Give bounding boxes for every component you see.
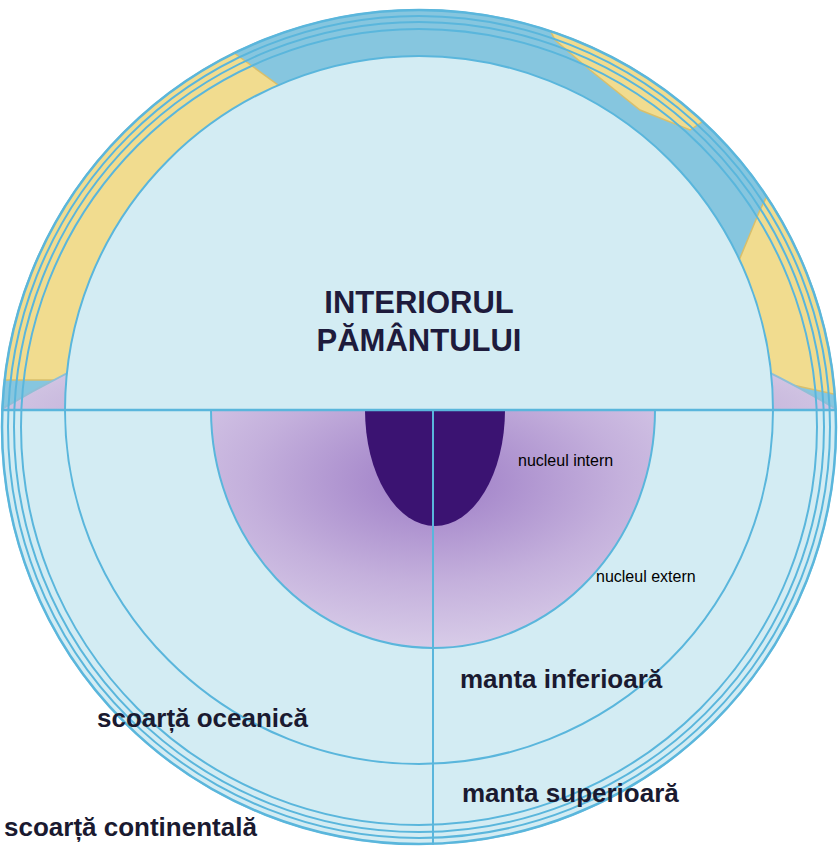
layer-label: scoarță continentală	[4, 812, 257, 843]
layer-label: manta inferioară	[460, 664, 662, 695]
layer-label: scoarță oceanică	[97, 703, 308, 734]
layer-label: manta superioară	[462, 778, 679, 809]
diagram-title: INTERIORUL PĂMÂNTULUI	[284, 284, 554, 360]
layer-label: nucleul extern	[596, 568, 696, 586]
layer-label: nucleul intern	[518, 452, 613, 470]
